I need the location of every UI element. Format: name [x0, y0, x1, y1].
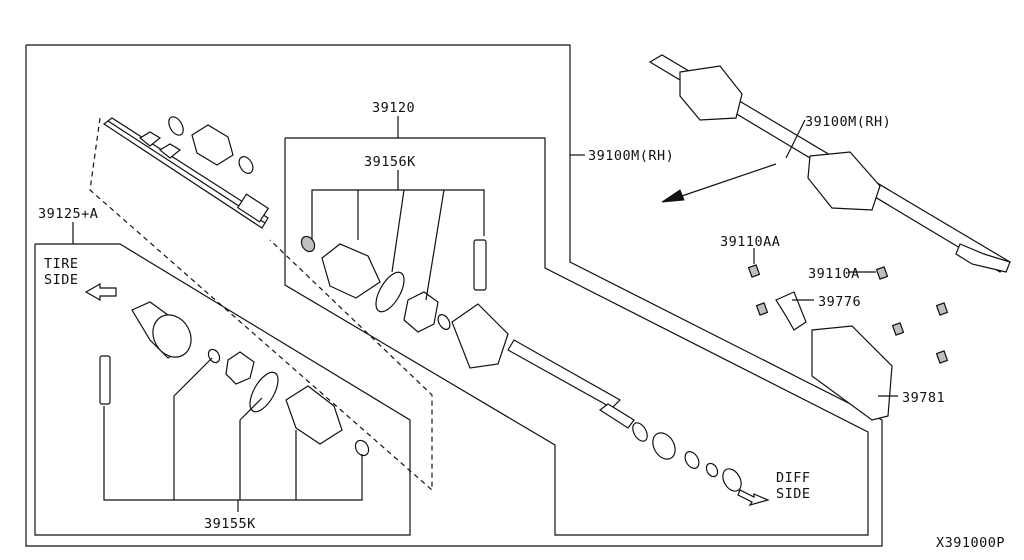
label-catalog-ref: X391000P: [936, 535, 1005, 551]
boot-kit-inner-parts: [300, 235, 487, 333]
tire-side-arrow-icon: [84, 282, 117, 302]
outer-joint-box: [34, 243, 411, 536]
outer-assembly-frame: [25, 44, 883, 547]
label-tire-side-2: SIDE: [44, 272, 79, 288]
label-diff-side-2: SIDE: [776, 486, 811, 502]
diff-side-arrow-icon: [737, 489, 770, 507]
exploded-direction-arrow-icon: [661, 163, 777, 203]
label-39100m-box: 39100M(RH): [588, 148, 674, 164]
label-diff-side-1: DIFF: [776, 470, 811, 486]
label-39100m-top: 39100M(RH): [805, 114, 891, 130]
bracket-hardware: [747, 264, 949, 421]
outer-cv-joint: [131, 301, 192, 359]
inner-joint-box: [284, 137, 869, 536]
leader-lines: [72, 116, 898, 512]
label-39776: 39776: [818, 294, 861, 310]
shaft-upper-left: [102, 117, 270, 229]
dashed-exploded-outline: [89, 117, 433, 492]
outer-boot-kit-parts: [99, 348, 370, 457]
label-39110a: 39110A: [808, 266, 860, 282]
assembled-drive-shaft: [648, 54, 1011, 273]
label-39155k: 39155K: [204, 516, 256, 532]
label-39781: 39781: [902, 390, 945, 406]
label-39156k: 39156K: [364, 154, 416, 170]
inner-cv-joint-shaft: [451, 303, 635, 429]
label-39125a: 39125+A: [38, 206, 98, 222]
seal-rings-diff-side: [632, 422, 742, 492]
label-tire-side-1: TIRE: [44, 256, 79, 272]
label-39110aa: 39110AA: [720, 234, 780, 250]
label-39120: 39120: [372, 100, 415, 116]
boot-kit-upper-left: [168, 116, 254, 174]
